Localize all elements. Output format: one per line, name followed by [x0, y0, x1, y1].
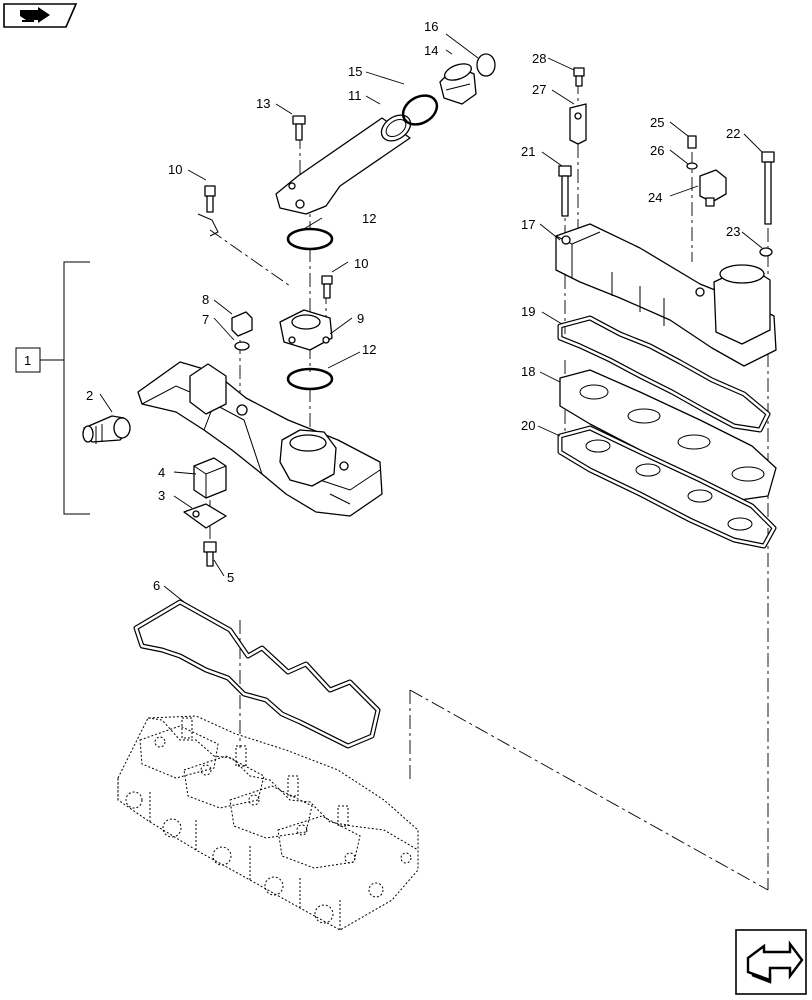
callout-26: 26 — [650, 143, 664, 158]
callout-3: 3 — [158, 488, 165, 503]
gasket-19 — [557, 315, 771, 433]
callout-9: 9 — [357, 311, 364, 326]
callout-5: 5 — [227, 570, 234, 585]
clip-27 — [569, 103, 587, 145]
next-page-arrow-icon[interactable] — [735, 929, 807, 995]
right-valve-cover — [555, 223, 777, 367]
cylinder-head — [117, 715, 419, 931]
callout-2: 2 — [86, 388, 93, 403]
cap-washer — [234, 341, 250, 351]
callout-18: 18 — [521, 364, 535, 379]
valve-cover — [137, 361, 383, 517]
callout-15: 15 — [348, 64, 362, 79]
callout-14: 14 — [424, 43, 438, 58]
callout-20: 20 — [521, 418, 535, 433]
baffle-bracket — [183, 503, 227, 529]
callout-21: 21 — [521, 144, 535, 159]
bolt-21 — [558, 165, 572, 217]
callout-4: 4 — [158, 465, 165, 480]
book-arrow-icon[interactable] — [3, 3, 78, 28]
callout-28: 28 — [532, 51, 546, 66]
callout-19: 19 — [521, 304, 535, 319]
bolt-22 — [761, 151, 775, 225]
callout-16: 16 — [424, 19, 438, 34]
callout-17: 17 — [521, 217, 535, 232]
o-ring-15 — [401, 94, 439, 126]
port-holes — [125, 791, 412, 924]
callout-12-upper: 12 — [362, 211, 376, 226]
callout-6: 6 — [153, 578, 160, 593]
cap-seal — [476, 53, 496, 77]
callout-13: 13 — [256, 96, 270, 111]
callout-10-left: 10 — [168, 162, 182, 177]
washer-23 — [759, 247, 773, 257]
leader-lines — [99, 33, 763, 603]
callout-24: 24 — [648, 190, 662, 205]
callout-27: 27 — [532, 82, 546, 97]
callout-1: 1 — [24, 353, 31, 368]
filler-tube — [275, 114, 412, 215]
callout-8: 8 — [202, 292, 209, 307]
assembly-bracket — [15, 261, 90, 515]
cap-nut — [231, 311, 253, 337]
bolt-10-right — [321, 275, 333, 299]
rocker-cover-gasket — [133, 599, 381, 749]
bolt-28 — [573, 67, 585, 87]
gasket-20 — [557, 425, 777, 549]
breather-fitting — [82, 415, 131, 444]
callout-11: 11 — [348, 88, 362, 103]
baffle-block — [193, 457, 227, 499]
filler-adapter — [279, 309, 333, 351]
o-ring-lower — [286, 367, 334, 391]
o-ring-upper — [286, 227, 334, 251]
baffle-plate-18 — [559, 369, 777, 501]
callout-22: 22 — [726, 126, 740, 141]
callout-10-right: 10 — [354, 256, 368, 271]
washer-26 — [686, 162, 698, 170]
screw-25 — [687, 135, 697, 149]
callout-7: 7 — [202, 312, 209, 327]
bolt-10-left — [197, 185, 219, 237]
rocker-arms — [139, 717, 361, 869]
sensor-24 — [699, 169, 727, 207]
callout-23: 23 — [726, 224, 740, 239]
bolt-13 — [292, 115, 306, 141]
callout-labels: 1 2 3 4 5 6 7 8 9 10 10 11 12 12 13 14 1… — [24, 19, 740, 593]
callout-12-lower: 12 — [362, 342, 376, 357]
callout-25: 25 — [650, 115, 664, 130]
bracket-bolt — [203, 541, 217, 567]
filler-cap — [439, 63, 477, 105]
